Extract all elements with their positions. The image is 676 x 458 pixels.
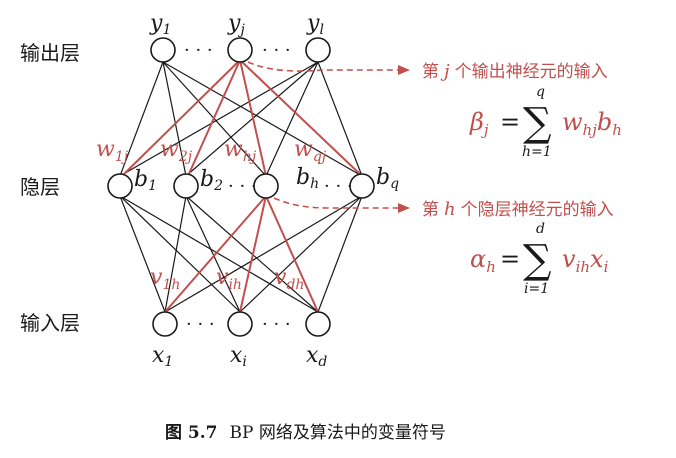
alpha-lhs: αh — [470, 245, 496, 276]
beta-upper: q — [536, 84, 545, 100]
input-ellipsis-left: · · · — [186, 314, 215, 335]
edge-x1-bq — [164, 195, 363, 313]
edge-bq-yj — [239, 59, 363, 177]
weight-v-ih: vih — [216, 265, 242, 293]
weight-v-1h: v1h — [150, 265, 180, 293]
weight-v-dh: vdh — [274, 265, 304, 293]
label-xd: xd — [306, 343, 327, 370]
edge-bh-yj — [239, 59, 267, 177]
label-b1: b1 — [134, 167, 157, 194]
input-ellipsis-right: · · · — [262, 314, 291, 335]
label-xi: xi — [230, 343, 247, 370]
node-bq — [349, 173, 375, 199]
node-xd — [305, 311, 331, 337]
hidden-input-arrow — [273, 197, 410, 213]
edge-xi-bh — [239, 195, 267, 313]
edge-xd-bq — [317, 195, 363, 313]
alpha-term: vihxi — [562, 245, 609, 276]
label-b2: b2 — [200, 167, 223, 194]
label-bh: bh — [296, 165, 319, 192]
output-ellipsis-right: · · · — [262, 40, 291, 61]
beta-formula: βj = ∑ q h=1 whjbh — [469, 84, 622, 160]
edge-b1-y1 — [119, 61, 164, 177]
edge-x1-b1 — [119, 195, 166, 313]
label-x1: x1 — [152, 343, 173, 370]
alpha-upper: d — [536, 221, 545, 237]
node-yj — [227, 37, 253, 63]
label-y1: y1 — [149, 11, 171, 38]
weight-w-1j: w1j — [96, 137, 129, 165]
beta-term: whjbh — [562, 108, 622, 139]
edge-b1-yl — [119, 61, 319, 177]
edge-b2-yl — [185, 61, 319, 177]
edge-x1-bh — [164, 195, 267, 313]
edge-xi-bq — [239, 195, 363, 313]
edge-bq-yl — [317, 61, 363, 177]
edge-b1-yj — [121, 59, 241, 177]
weight-w-2j: w2j — [160, 137, 193, 165]
alpha-sum: ∑ — [523, 237, 552, 283]
edge-bq-y1 — [162, 61, 363, 177]
weight-w-hj: whj — [224, 137, 257, 165]
edge-bh-yl — [265, 61, 319, 177]
beta-lower: h=1 — [522, 144, 552, 160]
output-nodes — [150, 37, 331, 63]
node-b2 — [173, 173, 199, 199]
input-layer-label: 输入层 — [20, 311, 80, 335]
hidden-ellipsis-right: · · · — [324, 176, 353, 197]
highlight-edges — [121, 59, 363, 313]
node-b1 — [107, 173, 133, 199]
edge-xi-b2 — [185, 195, 241, 313]
node-x1 — [152, 311, 178, 337]
beta-lhs: βj — [469, 108, 489, 139]
alpha-equals: = — [500, 245, 520, 273]
output-input-arrow — [247, 61, 410, 75]
node-yl — [305, 37, 331, 63]
edge-x1-b2 — [164, 195, 187, 313]
node-y1 — [150, 37, 176, 63]
edge-xi-b1 — [119, 195, 241, 313]
beta-sum: ∑ — [523, 100, 552, 146]
label-bq: bq — [376, 165, 399, 192]
edge-xd-bh — [265, 195, 319, 313]
node-xi — [227, 311, 253, 337]
input-hidden-edges — [119, 195, 363, 313]
weight-w-qj: wqj — [294, 137, 327, 165]
hidden-ellipsis-left: · · · — [228, 176, 257, 197]
alpha-lower: i=1 — [524, 281, 549, 297]
edge-b2-y1 — [162, 61, 187, 177]
hidden-nodes — [107, 173, 375, 199]
output-layer-label: 输出层 — [20, 41, 80, 65]
input-nodes — [152, 311, 331, 337]
node-bh — [253, 173, 279, 199]
alpha-formula: αh = ∑ d i=1 vihxi — [470, 221, 609, 297]
edge-xd-b1 — [119, 195, 319, 313]
output-ellipsis-left: · · · — [184, 40, 213, 61]
label-yl: yl — [306, 11, 324, 38]
edge-b2-yj — [187, 59, 241, 177]
beta-equals: = — [500, 108, 520, 136]
hidden-layer-label: 隐层 — [20, 175, 60, 199]
label-yj: yj — [227, 11, 245, 38]
